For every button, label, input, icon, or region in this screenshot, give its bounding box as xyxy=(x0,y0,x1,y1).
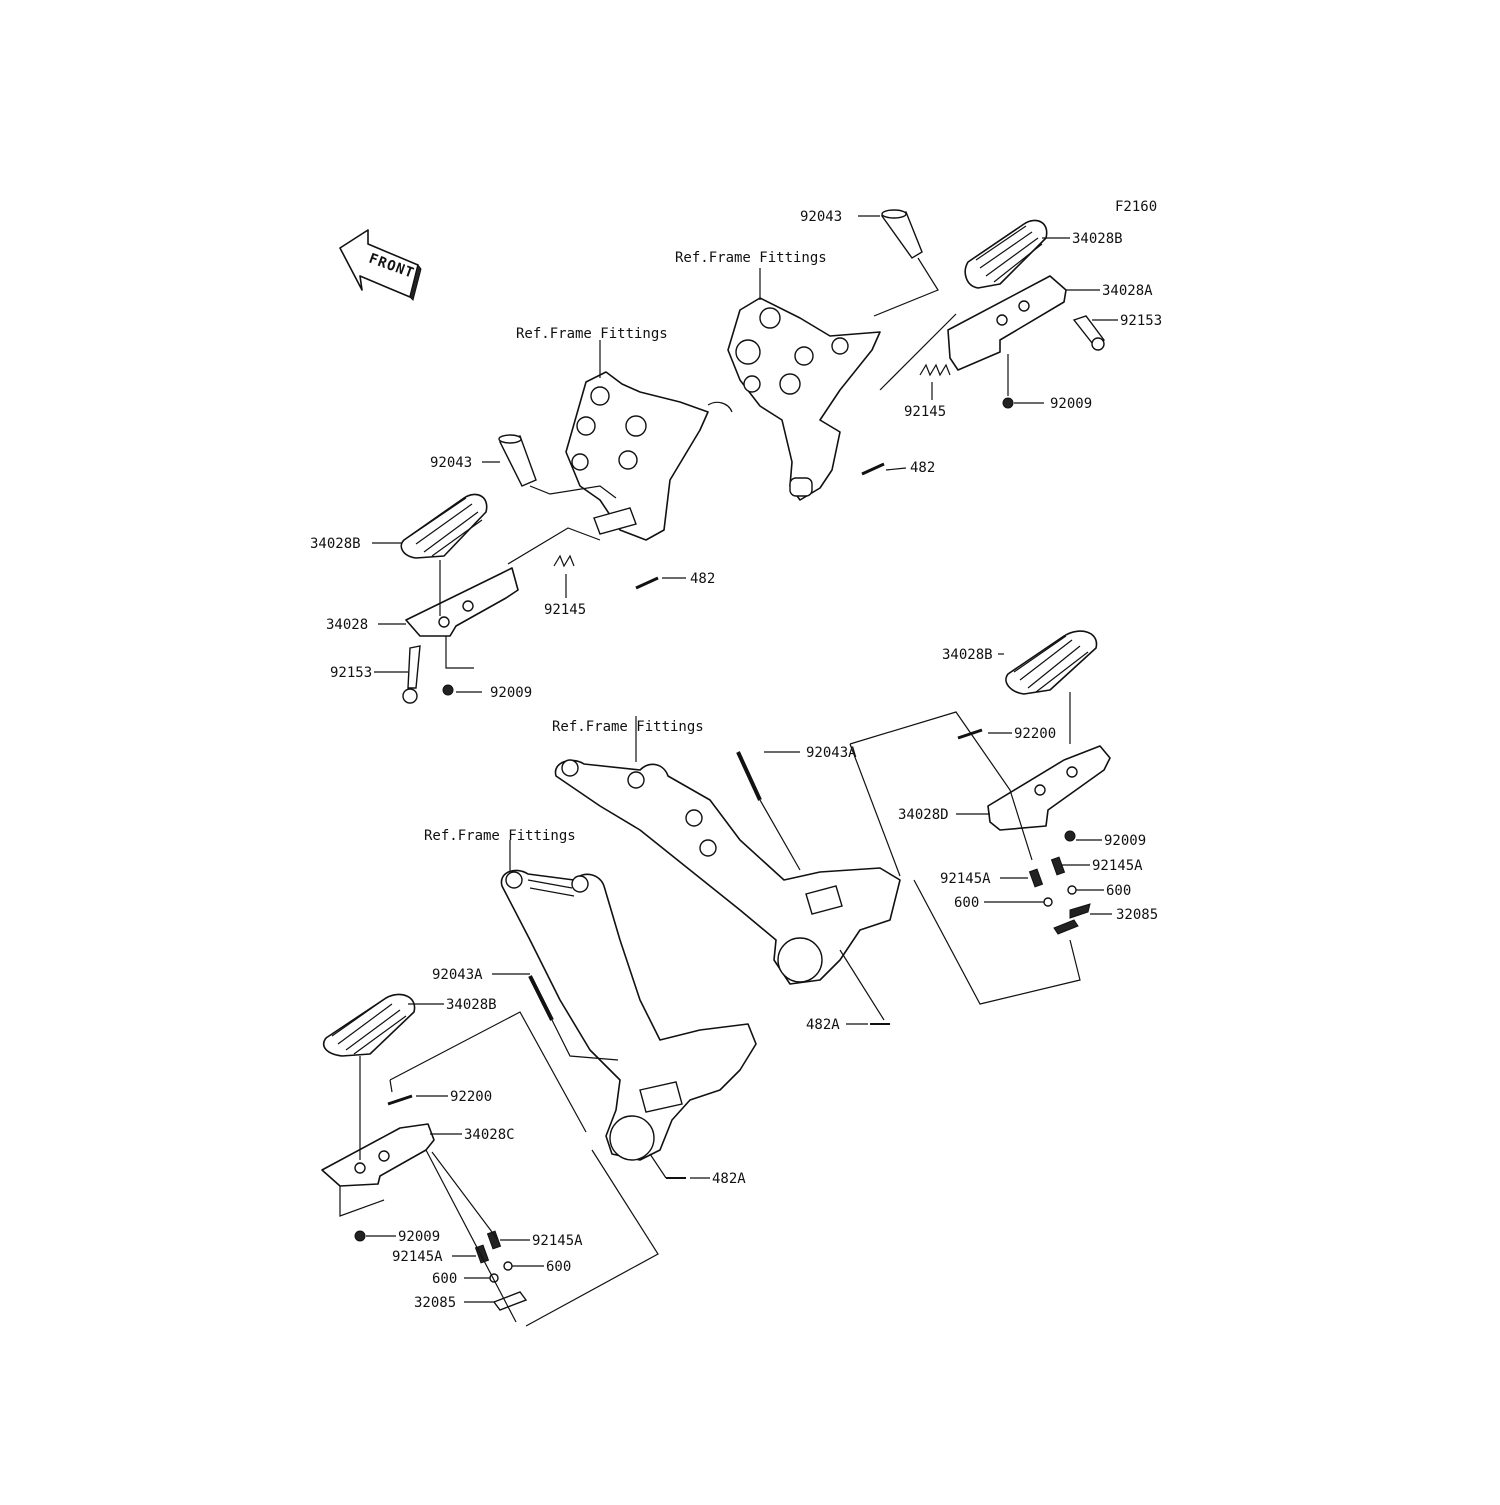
bolt-92153-upper-right xyxy=(1072,315,1105,351)
spring-92145-upper-right xyxy=(919,363,951,377)
spring-92145A-middle-right-b xyxy=(1028,868,1044,888)
label-600-middle-right-a: 600 xyxy=(1106,883,1131,899)
frame-bracket-upper-left xyxy=(565,371,709,541)
label-92009-upper-left: 92009 xyxy=(490,685,532,701)
label-92145A-lower-a: 92145A xyxy=(532,1233,583,1249)
label-600-middle-right-b: 600 xyxy=(954,895,979,911)
leaders-lower xyxy=(339,840,710,1327)
label-92043-upper-right: 92043 xyxy=(800,209,842,225)
spring-92145-upper-left xyxy=(553,554,575,568)
label-600-lower-b: 600 xyxy=(432,1271,457,1287)
label-34028B-middle-right: 34028B xyxy=(942,647,993,663)
label-482A-lower: 482A xyxy=(712,1171,746,1187)
ball-600-middle-right-b xyxy=(1043,897,1053,907)
ball-600-lower-a xyxy=(503,1261,513,1271)
plate-32085-middle-right xyxy=(1053,903,1091,935)
label-92043-upper-left: 92043 xyxy=(430,455,472,471)
label-92153-upper-right: 92153 xyxy=(1120,313,1162,329)
label-92145-upper-left: 92145 xyxy=(544,602,586,618)
label-34028B-lower: 34028B xyxy=(446,997,497,1013)
label-92153-upper-left: 92153 xyxy=(330,665,372,681)
bolt-92009-upper-left xyxy=(442,684,454,696)
rubber-34028B-lower xyxy=(322,993,416,1057)
bolt-92009-lower xyxy=(354,1230,366,1242)
pin-92043A-lower xyxy=(528,975,554,1021)
label-92200-lower: 92200 xyxy=(450,1089,492,1105)
leaders-upper-right xyxy=(759,215,1118,471)
label-482-upper-left: 482 xyxy=(690,571,715,587)
ref-frame-fittings-4: Ref.Frame Fittings xyxy=(424,828,576,844)
bolt-92009-upper-right xyxy=(1002,397,1014,409)
plate-32085-lower xyxy=(492,1291,528,1311)
pin-92043-upper-right xyxy=(880,209,923,259)
label-34028C: 34028C xyxy=(464,1127,515,1143)
pin-92043-upper-left xyxy=(498,434,537,487)
footrest-bracket-34028C xyxy=(321,1123,435,1187)
label-92009-upper-right: 92009 xyxy=(1050,396,1092,412)
pin-92043A-middle xyxy=(736,751,762,801)
pin-482-upper-right xyxy=(861,462,885,476)
label-92043A-middle: 92043A xyxy=(806,745,857,761)
label-34028A: 34028A xyxy=(1102,283,1153,299)
label-34028B-upper-left: 34028B xyxy=(310,536,361,552)
rubber-34028B-upper-left xyxy=(400,493,488,559)
figure-code: F2160 xyxy=(1115,199,1157,215)
label-600-lower-a: 600 xyxy=(546,1259,571,1275)
label-92145A-lower-b: 92145A xyxy=(392,1249,443,1265)
pin-482-upper-left xyxy=(635,576,659,590)
leaders-upper-left xyxy=(372,340,686,693)
footrest-bracket-34028 xyxy=(405,567,519,637)
label-34028D: 34028D xyxy=(898,807,949,823)
label-92043A-lower: 92043A xyxy=(432,967,483,983)
ref-frame-fittings-1: Ref.Frame Fittings xyxy=(675,250,827,266)
label-32085-lower: 32085 xyxy=(414,1295,456,1311)
front-arrow-icon: FRONT xyxy=(339,229,422,301)
label-32085-middle-right: 32085 xyxy=(1116,907,1158,923)
ref-frame-fittings-3: Ref.Frame Fittings xyxy=(552,719,704,735)
label-92145A-middle-right-a: 92145A xyxy=(1092,858,1143,874)
label-34028: 34028 xyxy=(326,617,368,633)
spring-92145A-middle-right-a xyxy=(1050,856,1066,876)
rubber-34028B-upper-right xyxy=(964,219,1048,289)
frame-arm-lower xyxy=(500,869,757,1161)
label-92200-middle-right: 92200 xyxy=(1014,726,1056,742)
bolt-92009-middle-right xyxy=(1064,830,1076,842)
pin-92200-middle-right xyxy=(957,728,983,740)
leaders-middle-right xyxy=(635,653,1112,1025)
label-92009-middle-right: 92009 xyxy=(1104,833,1146,849)
frame-arm-middle xyxy=(554,759,901,985)
label-92145-upper-right: 92145 xyxy=(904,404,946,420)
label-34028B-upper-right: 34028B xyxy=(1072,231,1123,247)
label-482-upper-right: 482 xyxy=(910,460,935,476)
bolt-92153-upper-left xyxy=(402,645,421,704)
ref-frame-fittings-2: Ref.Frame Fittings xyxy=(516,326,668,342)
ball-600-middle-right-a xyxy=(1067,885,1077,895)
pin-92200-lower xyxy=(387,1094,413,1106)
rubber-34028B-middle-right xyxy=(1005,630,1098,695)
frame-bracket-upper-right xyxy=(707,297,881,501)
label-92145A-middle-right-b: 92145A xyxy=(940,871,991,887)
label-482A-middle-right: 482A xyxy=(806,1017,840,1033)
footrest-bracket-34028A xyxy=(947,275,1067,371)
spring-92145A-lower-a xyxy=(486,1230,502,1250)
label-92009-lower: 92009 xyxy=(398,1229,440,1245)
footrest-bracket-34028D xyxy=(987,745,1111,831)
